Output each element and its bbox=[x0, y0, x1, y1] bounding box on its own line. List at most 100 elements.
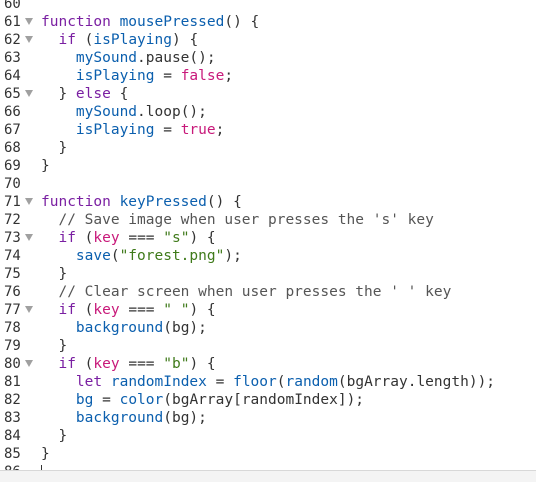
code-token: function bbox=[41, 194, 111, 210]
code-line[interactable]: 64 isPlaying = false; bbox=[0, 67, 536, 85]
code-line[interactable]: 83 background(bg); bbox=[0, 409, 536, 427]
code-text: mySound.pause(); bbox=[41, 49, 216, 67]
code-token: } bbox=[41, 86, 76, 102]
code-token: if bbox=[58, 230, 76, 246]
code-line[interactable]: 76 // Clear screen when user presses the… bbox=[0, 283, 536, 301]
line-number: 61 bbox=[4, 14, 21, 30]
code-token: key bbox=[93, 356, 120, 372]
code-text: if (isPlaying) { bbox=[41, 31, 198, 49]
line-number: 63 bbox=[4, 50, 21, 66]
code-line[interactable]: 68 } bbox=[0, 139, 536, 157]
code-line[interactable]: 77 if (key === " ") { bbox=[0, 301, 536, 319]
fold-arrow-icon[interactable] bbox=[25, 90, 33, 97]
code-token: === bbox=[119, 230, 164, 246]
code-line[interactable]: 72 // Save image when user presses the '… bbox=[0, 211, 536, 229]
code-line[interactable]: 74 save("forest.png"); bbox=[0, 247, 536, 265]
code-line[interactable]: 78 background(bg); bbox=[0, 319, 536, 337]
code-token: ( bbox=[75, 32, 94, 48]
line-number: 73 bbox=[4, 230, 21, 246]
code-line[interactable]: 84 } bbox=[0, 427, 536, 445]
code-line[interactable]: 67 isPlaying = true; bbox=[0, 121, 536, 139]
fold-arrow-icon[interactable] bbox=[25, 234, 33, 241]
code-token: ; bbox=[215, 122, 225, 138]
code-line[interactable]: 75 } bbox=[0, 265, 536, 283]
code-text: } bbox=[41, 427, 67, 445]
code-line[interactable]: 85} bbox=[0, 445, 536, 463]
code-text: if (key === " ") { bbox=[41, 301, 215, 319]
code-token: ) { bbox=[189, 230, 216, 246]
code-token bbox=[41, 212, 58, 228]
code-text: let randomIndex = floor(random(bgArray.l… bbox=[41, 373, 495, 391]
code-token: else bbox=[75, 86, 111, 102]
code-token: (bgArray[randomIndex]); bbox=[163, 392, 365, 408]
code-line[interactable]: 69} bbox=[0, 157, 536, 175]
fold-arrow-icon[interactable] bbox=[25, 360, 33, 367]
code-line[interactable]: 80 if (key === "b") { bbox=[0, 355, 536, 373]
code-token: length bbox=[416, 374, 469, 390]
line-number: 77 bbox=[4, 302, 21, 318]
fold-arrow-icon[interactable] bbox=[25, 306, 33, 313]
line-number: 84 bbox=[4, 428, 21, 444]
line-number: 65 bbox=[4, 86, 21, 102]
code-text: save("forest.png"); bbox=[41, 247, 242, 265]
code-line[interactable]: 79 } bbox=[0, 337, 536, 355]
code-token: === bbox=[119, 302, 164, 318]
code-token: key bbox=[93, 230, 120, 246]
code-token: (); bbox=[180, 104, 207, 120]
code-line[interactable]: 62 if (isPlaying) { bbox=[0, 31, 536, 49]
code-token: "s" bbox=[163, 230, 190, 246]
code-token bbox=[41, 68, 76, 84]
line-number: 76 bbox=[4, 284, 21, 300]
code-line[interactable]: 73 if (key === "s") { bbox=[0, 229, 536, 247]
code-token: = bbox=[154, 122, 181, 138]
code-token bbox=[41, 50, 76, 66]
code-token bbox=[41, 410, 76, 426]
code-token bbox=[41, 302, 58, 318]
code-token: ( bbox=[75, 230, 94, 246]
line-number: 82 bbox=[4, 392, 21, 408]
line-number: 83 bbox=[4, 410, 21, 426]
code-token: ( bbox=[110, 248, 120, 264]
line-number: 81 bbox=[4, 374, 21, 390]
code-token: let bbox=[75, 374, 103, 390]
code-text: function mousePressed() { bbox=[41, 13, 259, 31]
code-token bbox=[41, 230, 58, 246]
code-token: pause bbox=[145, 50, 190, 66]
code-token: } bbox=[41, 158, 50, 174]
code-line[interactable]: 82 bg = color(bgArray[randomIndex]); bbox=[0, 391, 536, 409]
code-token: ( bbox=[75, 356, 94, 372]
code-token: "b" bbox=[163, 356, 190, 372]
code-line[interactable]: 65 } else { bbox=[0, 85, 536, 103]
code-line[interactable]: 60 bbox=[0, 0, 536, 13]
code-text: mySound.loop(); bbox=[41, 103, 207, 121]
code-text: // Clear screen when user presses the ' … bbox=[41, 283, 451, 301]
line-number: 67 bbox=[4, 122, 21, 138]
code-token bbox=[41, 248, 76, 264]
code-token: === bbox=[119, 356, 164, 372]
fold-arrow-icon[interactable] bbox=[25, 36, 33, 43]
code-text: background(bg); bbox=[41, 319, 207, 337]
code-token: mySound bbox=[75, 50, 138, 66]
code-line[interactable]: 81 let randomIndex = floor(random(bgArra… bbox=[0, 373, 536, 391]
code-token: function bbox=[41, 14, 111, 30]
fold-arrow-icon[interactable] bbox=[25, 18, 33, 25]
code-token bbox=[41, 320, 76, 336]
code-token: // Clear screen when user presses the ' … bbox=[58, 284, 452, 300]
code-token: ) { bbox=[171, 32, 199, 48]
line-number: 72 bbox=[4, 212, 21, 228]
code-token: mousePressed bbox=[119, 14, 225, 30]
code-token: "forest.png" bbox=[119, 248, 225, 264]
line-number: 74 bbox=[4, 248, 21, 264]
code-line[interactable]: 70 bbox=[0, 175, 536, 193]
code-text: } bbox=[41, 139, 67, 157]
line-number: 85 bbox=[4, 446, 21, 462]
code-token: key bbox=[93, 302, 120, 318]
code-line[interactable]: 61 function mousePressed() { bbox=[0, 13, 536, 31]
code-line[interactable]: 63 mySound.pause(); bbox=[0, 49, 536, 67]
code-line[interactable]: 66 mySound.loop(); bbox=[0, 103, 536, 121]
fold-arrow-icon[interactable] bbox=[25, 198, 33, 205]
line-number: 68 bbox=[4, 140, 21, 156]
